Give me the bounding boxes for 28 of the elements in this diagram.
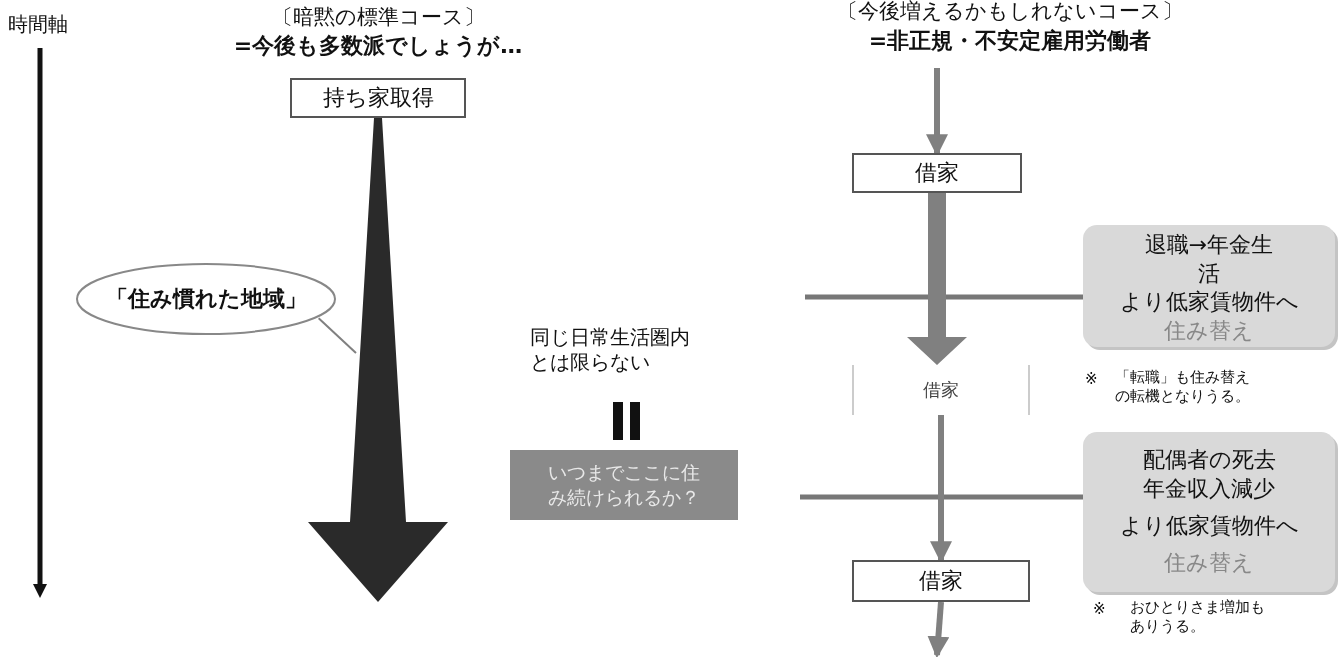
faint-box: 借家 bbox=[852, 365, 1030, 415]
question-box: いつまでここに住み続けられるか？ bbox=[510, 450, 738, 520]
axis-label: 時間軸 bbox=[8, 12, 68, 37]
leader-line bbox=[317, 317, 357, 354]
label-box: 借家 bbox=[852, 153, 1022, 193]
arrow bbox=[907, 193, 967, 365]
note-text: より低家賃物件へ bbox=[1119, 288, 1299, 317]
label-box: 持ち家取得 bbox=[290, 78, 466, 118]
arrow bbox=[927, 601, 950, 657]
heading: 〔暗黙の標準コース〕 bbox=[271, 4, 485, 31]
heading: =今後も多数派でしょうが… bbox=[233, 32, 523, 60]
note-text: おひとりさま増加もありうる。 bbox=[1130, 598, 1266, 636]
event-text: 配偶者の死去年金収入減少 bbox=[1141, 446, 1277, 503]
note-mark: ※ bbox=[1085, 370, 1098, 389]
note-mark: ※ bbox=[1093, 600, 1106, 619]
note-text: 住み替え bbox=[1164, 549, 1254, 577]
event-text: 退職→年金生活 bbox=[1143, 231, 1275, 288]
event-box bbox=[1083, 225, 1335, 347]
speech-bubble: 「住み慣れた地域」 bbox=[75, 262, 337, 336]
label-box: 借家 bbox=[852, 560, 1030, 602]
heading: =非正規・不安定雇用労働者 bbox=[868, 27, 1152, 55]
note-text: 同じ日常生活圏内とは限らない bbox=[530, 325, 691, 375]
note-text: より低家賃物件へ bbox=[1119, 512, 1299, 540]
heading: 〔今後増えるかもしれないコース〕 bbox=[837, 0, 1183, 25]
note-text: 住み替え bbox=[1164, 316, 1254, 345]
event-box bbox=[1083, 432, 1335, 592]
note-text: 「転職」も住み替えの転機となりうる。 bbox=[1115, 368, 1251, 406]
arrow bbox=[308, 118, 448, 602]
